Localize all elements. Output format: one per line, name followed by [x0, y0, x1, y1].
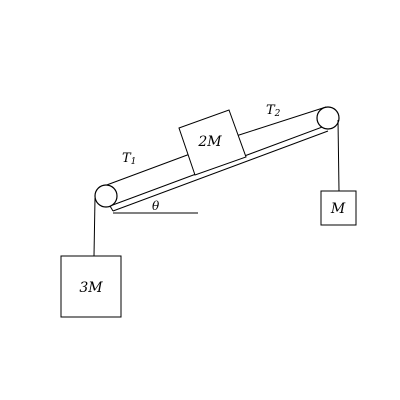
label-theta: θ — [152, 199, 160, 213]
label-t2-sub: 2 — [274, 109, 281, 119]
mass-m-box — [320, 190, 357, 226]
mass-3m-box — [60, 255, 122, 318]
label-2m: 2M — [197, 134, 222, 150]
incline-strings — [103, 106, 327, 187]
label-t2-main: T — [266, 103, 276, 118]
pulley-left — [94, 184, 118, 208]
label-t1-sub: 1 — [131, 157, 137, 167]
label-t1: T1 — [122, 151, 136, 167]
string-right-hanging — [337, 119, 340, 192]
string-right-upper — [235, 106, 327, 137]
label-t1-main: T — [122, 151, 132, 166]
string-left-upper — [103, 153, 191, 187]
label-3m: 3M — [79, 280, 103, 296]
string-left-hanging — [93, 197, 96, 257]
pulley-right — [316, 106, 340, 130]
block-2m — [178, 109, 247, 176]
label-t2: T2 — [266, 103, 281, 119]
label-m: M — [330, 201, 346, 217]
